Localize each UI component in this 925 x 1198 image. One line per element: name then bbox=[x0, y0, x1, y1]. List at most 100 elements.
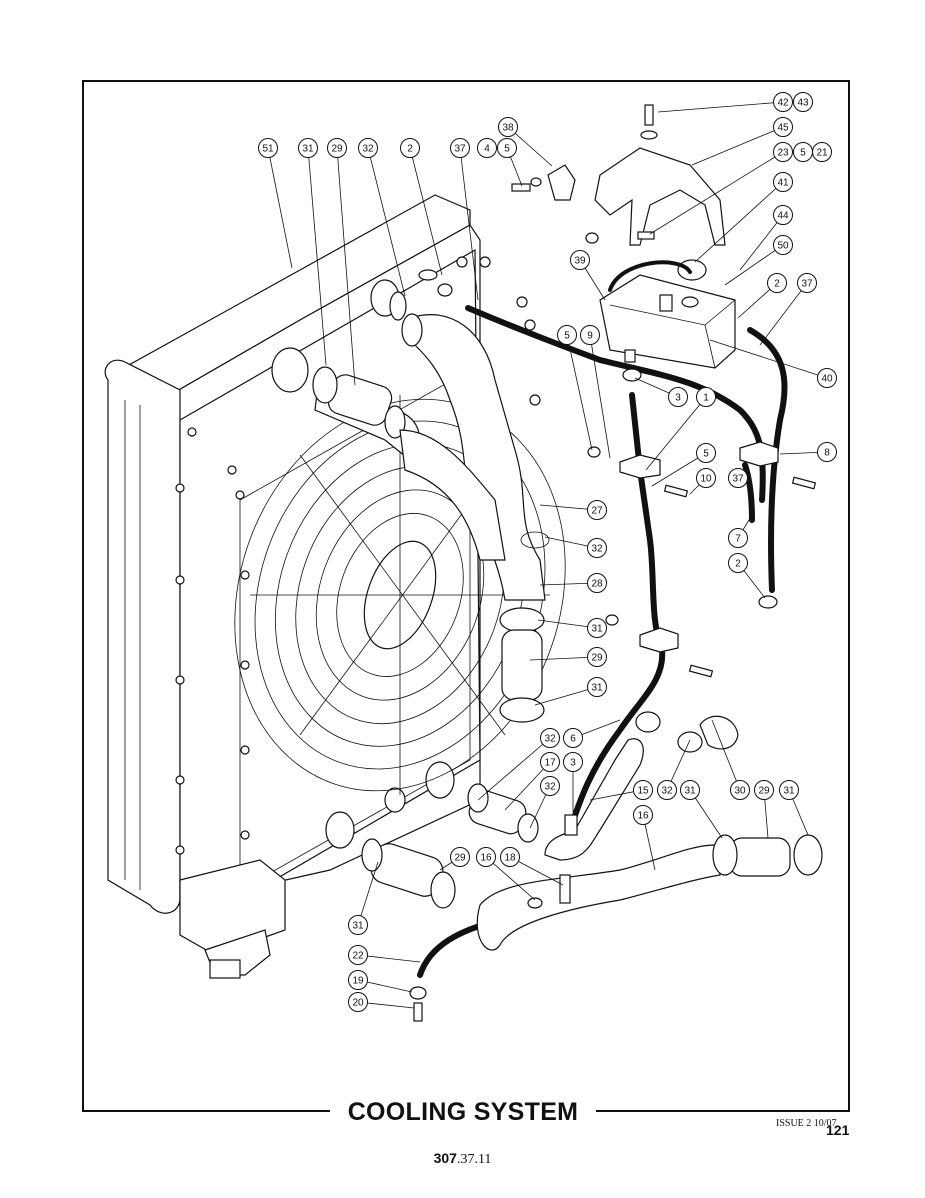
callout-circle bbox=[773, 117, 793, 137]
callout-label: 39 bbox=[574, 256, 586, 267]
callout-label: 29 bbox=[331, 144, 343, 155]
callout-32: 32 bbox=[477, 728, 560, 801]
callout-circle bbox=[773, 92, 793, 112]
callout-31: 31 bbox=[537, 618, 607, 638]
callout-label: 3 bbox=[570, 758, 576, 769]
callout-32: 32 bbox=[358, 138, 406, 297]
callout-circle bbox=[587, 500, 607, 520]
callout-15: 15 bbox=[589, 780, 653, 801]
callout-30: 30 bbox=[711, 719, 750, 800]
hose-clips bbox=[587, 368, 817, 678]
callout-label: 38 bbox=[502, 123, 514, 134]
callout-label: 16 bbox=[480, 853, 492, 864]
bottom-fasteners bbox=[409, 986, 427, 1022]
callout-41: 41 bbox=[694, 172, 793, 263]
callout-leader-line bbox=[739, 214, 784, 271]
callout-circle bbox=[358, 138, 378, 158]
callout-leader-line bbox=[645, 396, 707, 471]
callout-label: 31 bbox=[591, 624, 603, 635]
callout-39: 39 bbox=[570, 250, 606, 301]
callout-label: 15 bbox=[637, 786, 649, 797]
callout-leader-line bbox=[566, 334, 593, 451]
callout-31: 31 bbox=[348, 861, 379, 935]
callout-circle bbox=[696, 468, 716, 488]
callout-label: 51 bbox=[262, 144, 274, 155]
callout-label: 50 bbox=[777, 241, 789, 252]
callout-leader-line bbox=[529, 656, 598, 661]
callout-2: 2 bbox=[737, 273, 787, 319]
callout-circle bbox=[696, 387, 716, 407]
page-number: 121 bbox=[826, 1122, 850, 1138]
callout-label: 32 bbox=[544, 782, 556, 793]
callout-circle bbox=[450, 138, 470, 158]
callout-circle bbox=[400, 138, 420, 158]
callout-label: 41 bbox=[777, 178, 789, 189]
callout-32: 32 bbox=[529, 776, 560, 829]
callout-leader-line bbox=[357, 861, 379, 926]
callout-label: 16 bbox=[637, 811, 649, 822]
callout-circle bbox=[633, 780, 653, 800]
callout-label: 31 bbox=[302, 144, 314, 155]
callout-circle bbox=[773, 205, 793, 225]
callout-2: 2 bbox=[400, 138, 443, 276]
callout-leader-line bbox=[459, 147, 479, 301]
callout-6: 6 bbox=[563, 719, 621, 748]
callout-label: 37 bbox=[801, 279, 813, 290]
callout-9: 9 bbox=[580, 325, 611, 459]
callout-42: 42 bbox=[657, 92, 793, 113]
callout-label: 32 bbox=[661, 786, 673, 797]
callout-label: 8 bbox=[824, 448, 830, 459]
callout-circle bbox=[540, 752, 560, 772]
callout-16: 16 bbox=[633, 805, 656, 871]
callout-19: 19 bbox=[348, 970, 413, 993]
callout-circle bbox=[540, 776, 560, 796]
callout-label: 1 bbox=[703, 393, 709, 404]
top-radiator-hose bbox=[389, 291, 550, 723]
callout-label: 18 bbox=[504, 853, 516, 864]
callout-circle bbox=[696, 443, 716, 463]
callout-label: 9 bbox=[587, 331, 593, 342]
callout-leader-line bbox=[651, 452, 707, 487]
document-reference-bold: 307 bbox=[433, 1150, 457, 1166]
callout-label: 6 bbox=[570, 734, 576, 745]
callout-label: 19 bbox=[352, 976, 364, 987]
callout-label: 20 bbox=[352, 998, 364, 1009]
callout-17: 17 bbox=[504, 752, 560, 811]
callout-label: 29 bbox=[758, 786, 770, 797]
page-title: COOLING SYSTEM bbox=[347, 1098, 579, 1126]
callout-circle bbox=[812, 142, 832, 162]
callout-label: 22 bbox=[352, 951, 364, 962]
callout-29: 29 bbox=[529, 647, 607, 667]
callout-circle bbox=[327, 138, 347, 158]
callout-label: 10 bbox=[700, 474, 712, 485]
callout-8: 8 bbox=[779, 442, 837, 462]
callout-label: 17 bbox=[544, 758, 556, 769]
callout-circle bbox=[258, 138, 278, 158]
callout-22: 22 bbox=[348, 945, 421, 965]
callout-leader-line bbox=[336, 147, 356, 386]
callout-leader-line bbox=[267, 147, 293, 269]
callout-label: 42 bbox=[777, 98, 789, 109]
callout-label: 37 bbox=[732, 474, 744, 485]
callout-label: 2 bbox=[774, 279, 780, 290]
callout-circle bbox=[657, 780, 677, 800]
callout-circle bbox=[793, 92, 813, 112]
callout-label: 40 bbox=[821, 374, 833, 385]
callout-label: 7 bbox=[735, 534, 741, 545]
callout-label: 31 bbox=[684, 786, 696, 797]
tank-bracket bbox=[585, 104, 726, 246]
callout-32: 32 bbox=[657, 739, 691, 800]
callout-28: 28 bbox=[539, 573, 607, 593]
callout-circle bbox=[298, 138, 318, 158]
callout-50: 50 bbox=[724, 235, 793, 286]
callout-leader-line bbox=[485, 856, 536, 901]
callout-31: 31 bbox=[298, 138, 327, 366]
callout-circle bbox=[476, 847, 496, 867]
callout-circle bbox=[570, 250, 590, 270]
callout-label: 27 bbox=[591, 506, 603, 517]
callout-27: 27 bbox=[539, 500, 607, 520]
expansion-tank bbox=[599, 259, 736, 369]
callout-circle bbox=[587, 647, 607, 667]
callout-label: 29 bbox=[454, 853, 466, 864]
callout-5: 5 bbox=[557, 325, 593, 451]
